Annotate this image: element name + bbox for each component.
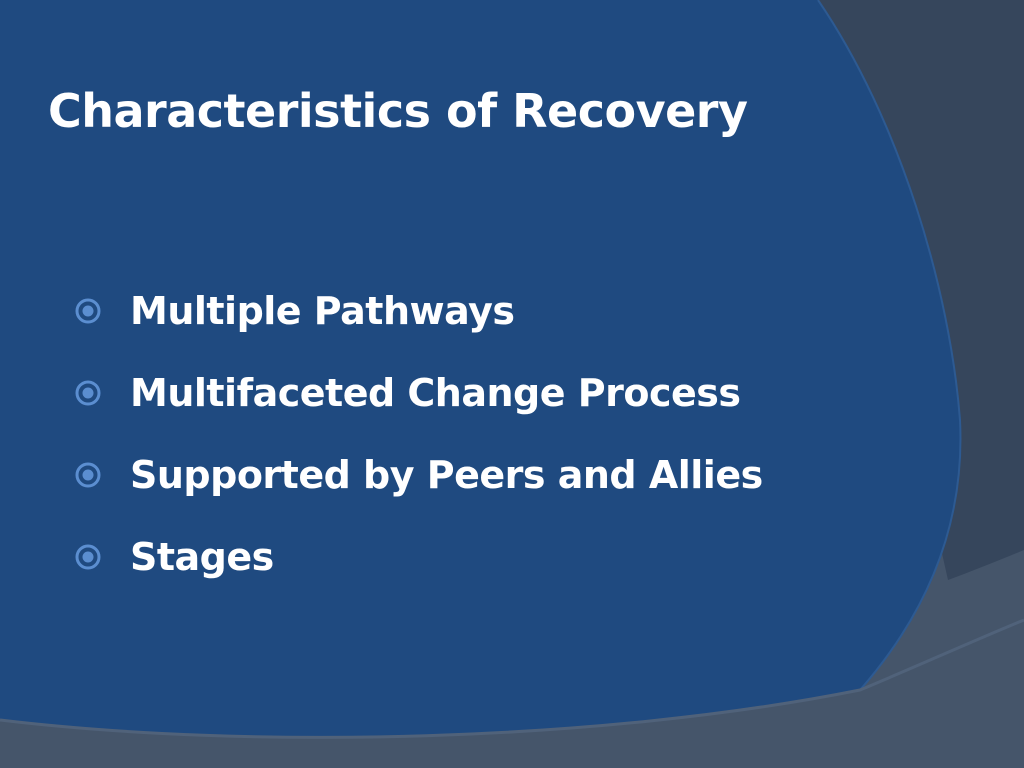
bullet-text: Stages	[130, 535, 274, 579]
bullet-item: Multifaceted Change Process	[74, 352, 763, 434]
main-panel-edge-line	[817, 0, 962, 691]
concentric-circle-bullet-icon	[75, 462, 101, 488]
concentric-circle-bullet-icon	[75, 544, 101, 570]
slide-title: Characteristics of Recovery	[48, 84, 748, 138]
bullet-text: Multifaceted Change Process	[130, 371, 741, 415]
bullet-text: Supported by Peers and Allies	[130, 453, 763, 497]
lower-curve-band	[0, 618, 1024, 739]
concentric-circle-bullet-icon	[75, 380, 101, 406]
bullet-list: Multiple Pathways Multifaceted Change Pr…	[74, 270, 763, 598]
main-blue-panel	[0, 0, 961, 738]
bullet-text: Multiple Pathways	[130, 289, 515, 333]
concentric-circle-bullet-icon	[75, 298, 101, 324]
bullet-item: Stages	[74, 516, 763, 598]
bullet-item: Multiple Pathways	[74, 270, 763, 352]
bullet-item: Supported by Peers and Allies	[74, 434, 763, 516]
